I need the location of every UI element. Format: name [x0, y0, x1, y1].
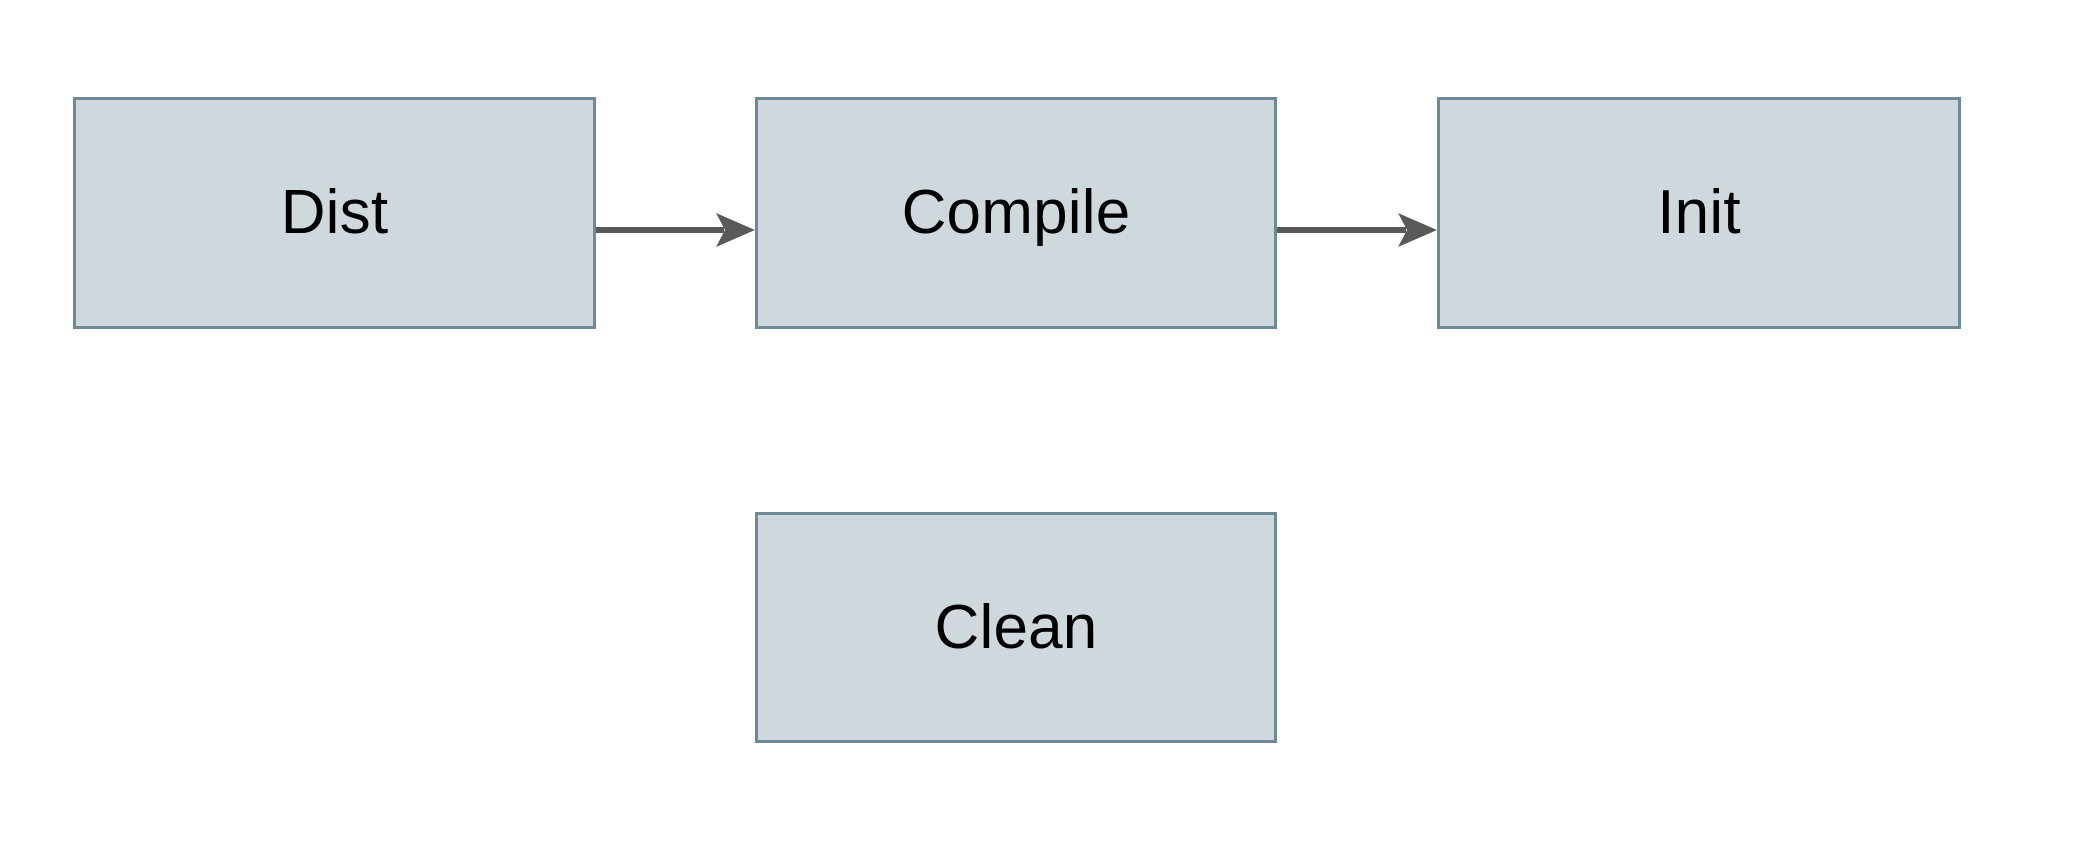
- edge-compile-to-init[interactable]: [1277, 210, 1437, 247]
- node-clean-label: Clean: [934, 592, 1098, 662]
- node-dist[interactable]: Dist: [73, 97, 596, 329]
- node-clean[interactable]: Clean: [755, 512, 1277, 743]
- node-init[interactable]: Init: [1437, 97, 1961, 329]
- node-compile-label: Compile: [901, 178, 1131, 247]
- node-dist-label: Dist: [280, 178, 389, 247]
- node-init-label: Init: [1657, 178, 1741, 247]
- arrowhead-icon: [1398, 213, 1437, 247]
- edge-dist-to-compile[interactable]: [596, 210, 755, 247]
- arrowhead-icon: [716, 213, 755, 247]
- node-compile[interactable]: Compile: [755, 97, 1277, 329]
